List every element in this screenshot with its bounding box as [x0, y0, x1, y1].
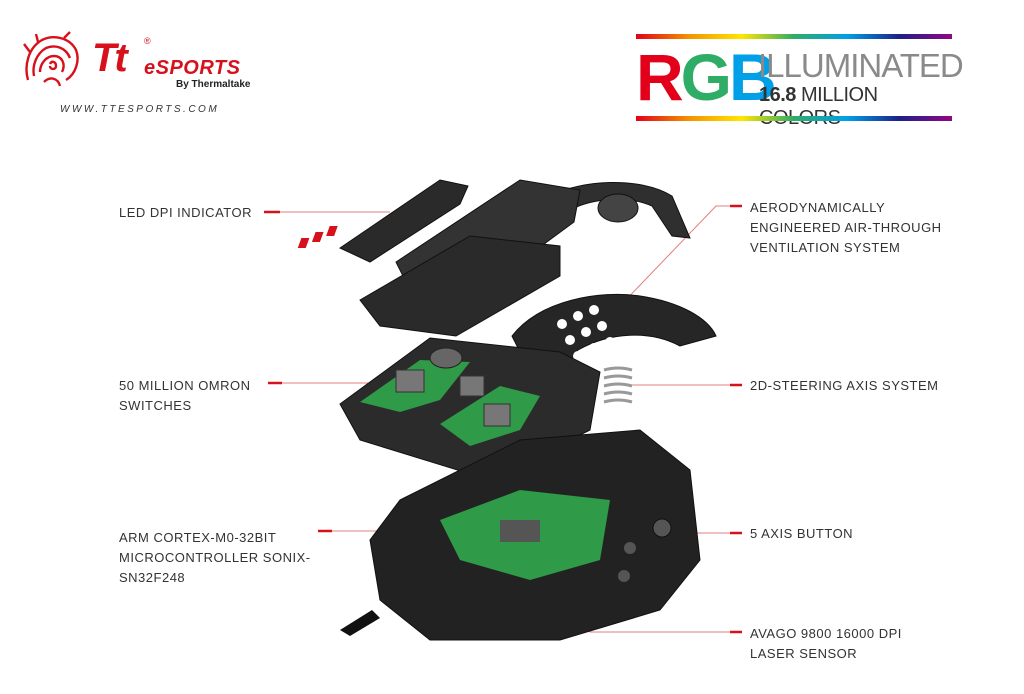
rgb-illuminated-badge: RGB ILLUMINATED 16.8 MILLION COLORS — [636, 34, 964, 129]
callout-5-axis-button: 5 AXIS BUTTON — [750, 524, 853, 544]
rgb-letter-g: G — [680, 40, 732, 114]
rgb-letter-r: R — [636, 40, 684, 114]
top-shell — [359, 179, 581, 337]
callout-arm-line-3: SN32F248 — [119, 570, 186, 585]
callout-aerodynamic: AERODYNAMICALLY ENGINEERED AIR-THROUGH V… — [750, 198, 942, 258]
callout-omron-switches: 50 MILLION OMRON SWITCHES — [119, 376, 251, 416]
callout-arm-cortex: ARM CORTEX-M0-32BIT MICROCONTROLLER SONI… — [119, 528, 311, 588]
callout-aero-line-1: AERODYNAMICALLY — [750, 200, 886, 215]
led-dpi-strip — [297, 179, 469, 263]
callout-led-dpi: LED DPI INDICATOR — [119, 203, 252, 223]
callout-arm-line-1: ARM CORTEX-M0-32BIT — [119, 530, 277, 545]
registered-mark: ® — [144, 36, 151, 46]
illuminated-text: ILLUMINATED — [758, 47, 964, 84]
brand-url: WWW.TTESPORTS.COM — [60, 104, 220, 115]
tt-esports-logo: Tt ® eSPORTS By Thermaltake WWW.TTESPORT… — [20, 30, 280, 120]
rear-arch — [548, 182, 691, 239]
rainbow-bar-bottom — [636, 116, 952, 121]
callout-led-text: LED DPI INDICATOR — [119, 205, 252, 220]
mouse-base — [340, 429, 701, 641]
steering-spring — [603, 366, 633, 404]
rgb-letter-b: B — [729, 40, 777, 114]
brand-byline: By Thermaltake — [176, 79, 251, 90]
callout-sensor-line-1: AVAGO 9800 16000 DPI — [750, 626, 902, 641]
rgb-letters: RGB — [636, 44, 777, 110]
dragon-emblem-icon — [23, 31, 79, 87]
brand-name: eSPORTS — [144, 57, 241, 79]
callout-steering-text: 2D-STEERING AXIS SYSTEM — [750, 378, 939, 393]
callout-laser-sensor: AVAGO 9800 16000 DPI LASER SENSOR — [750, 624, 902, 664]
callout-aero-line-2: ENGINEERED AIR-THROUGH — [750, 220, 942, 235]
callout-ticks — [264, 204, 742, 634]
million-number: 16.8 — [759, 84, 796, 106]
callout-sensor-line-2: LASER SENSOR — [750, 646, 858, 661]
callout-arm-line-2: MICROCONTROLLER SONIX- — [119, 550, 311, 565]
callout-omron-line-2: SWITCHES — [119, 398, 192, 413]
rainbow-bar-top — [636, 34, 952, 39]
callout-axis-text: 5 AXIS BUTTON — [750, 526, 854, 541]
brand-logo-text: Tt — [92, 36, 128, 80]
callout-steering-axis: 2D-STEERING AXIS SYSTEM — [750, 376, 939, 396]
callout-aero-line-3: VENTILATION SYSTEM — [750, 240, 901, 255]
callout-omron-line-1: 50 MILLION OMRON — [119, 378, 251, 393]
